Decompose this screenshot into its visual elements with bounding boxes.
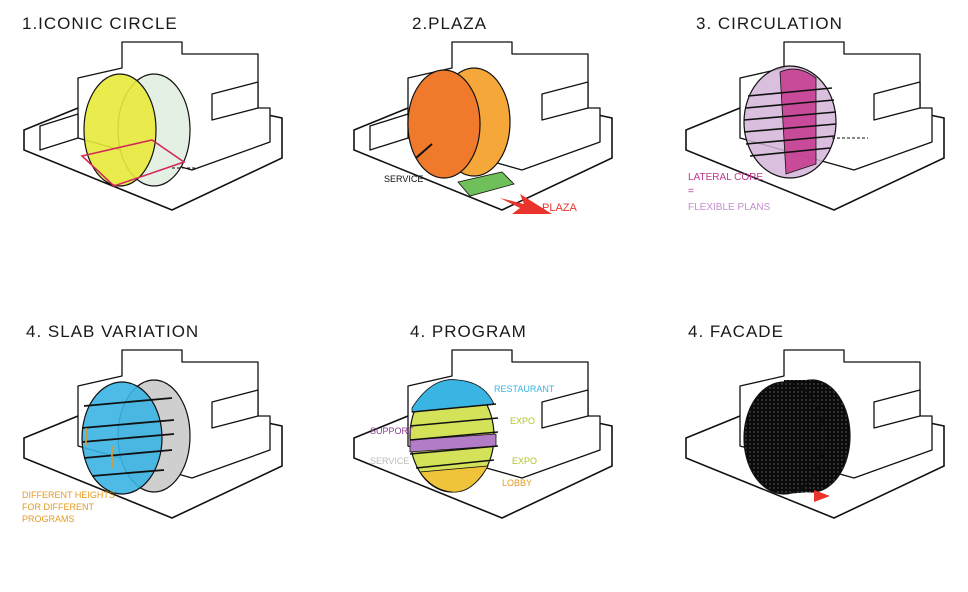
diagram-plaza	[353, 41, 613, 214]
facade-screen	[743, 381, 825, 495]
plaza-arrow	[500, 194, 552, 214]
panel-iconic-circle: 1.ICONIC CIRCLE	[22, 14, 322, 284]
plaza-green	[457, 171, 515, 197]
panel-program: 4. PROGRAM RESTAURANT EXPO SUPPORT EXPO …	[352, 322, 652, 592]
panel-title: 2.PLAZA	[412, 14, 488, 33]
lateral-core-label: LATERAL CORE	[688, 172, 764, 183]
heights-label-2: FOR DIFFERENT	[22, 502, 94, 512]
support-label: SUPPORT	[370, 426, 414, 436]
panel-circulation: 3. CIRCULATION LATERAL CORE = FLEXIBLE P…	[684, 14, 968, 284]
restaurant-label: RESTAURANT	[494, 384, 555, 394]
panel-title: 4. PROGRAM	[410, 322, 527, 341]
diagram-circulation	[685, 41, 945, 211]
equals-label: =	[688, 186, 694, 197]
service-label: SERVICE	[384, 174, 424, 184]
heights-label-3: PROGRAMS	[22, 514, 75, 524]
flexible-plans-label: FLEXIBLE PLANS	[688, 202, 771, 213]
diagram-iconic-circle	[23, 41, 283, 211]
service-label: SERVICE	[370, 456, 410, 466]
panel-slab-variation: 4. SLAB VARIATION DIFFERENT HEIGHTS FOR …	[22, 322, 322, 592]
footprint-outline	[80, 139, 186, 187]
restaurant-zone	[411, 379, 495, 413]
circle-front	[407, 69, 481, 179]
entry-marker	[814, 490, 830, 502]
circle-front	[83, 73, 157, 187]
diagram-facade	[685, 349, 945, 519]
diagram-slab-variation	[23, 349, 283, 519]
diagram-program	[353, 349, 613, 519]
panel-title: 3. CIRCULATION	[696, 14, 843, 33]
lateral-core	[779, 68, 817, 175]
panel-title: 4. SLAB VARIATION	[26, 322, 200, 341]
expo-label-top: EXPO	[510, 416, 536, 426]
lobby-label: LOBBY	[502, 478, 533, 488]
expo-label-bottom: EXPO	[512, 456, 538, 466]
panel-title: 4. FACADE	[688, 322, 784, 341]
heights-label-1: DIFFERENT HEIGHTS	[22, 490, 115, 500]
lobby-zone	[419, 465, 489, 493]
panel-title: 1.ICONIC CIRCLE	[22, 14, 178, 33]
panel-plaza: 2.PLAZA SERVICE PLAZA	[352, 14, 652, 284]
plaza-label: PLAZA	[542, 202, 577, 214]
panel-facade: 4. FACADE	[684, 322, 968, 592]
